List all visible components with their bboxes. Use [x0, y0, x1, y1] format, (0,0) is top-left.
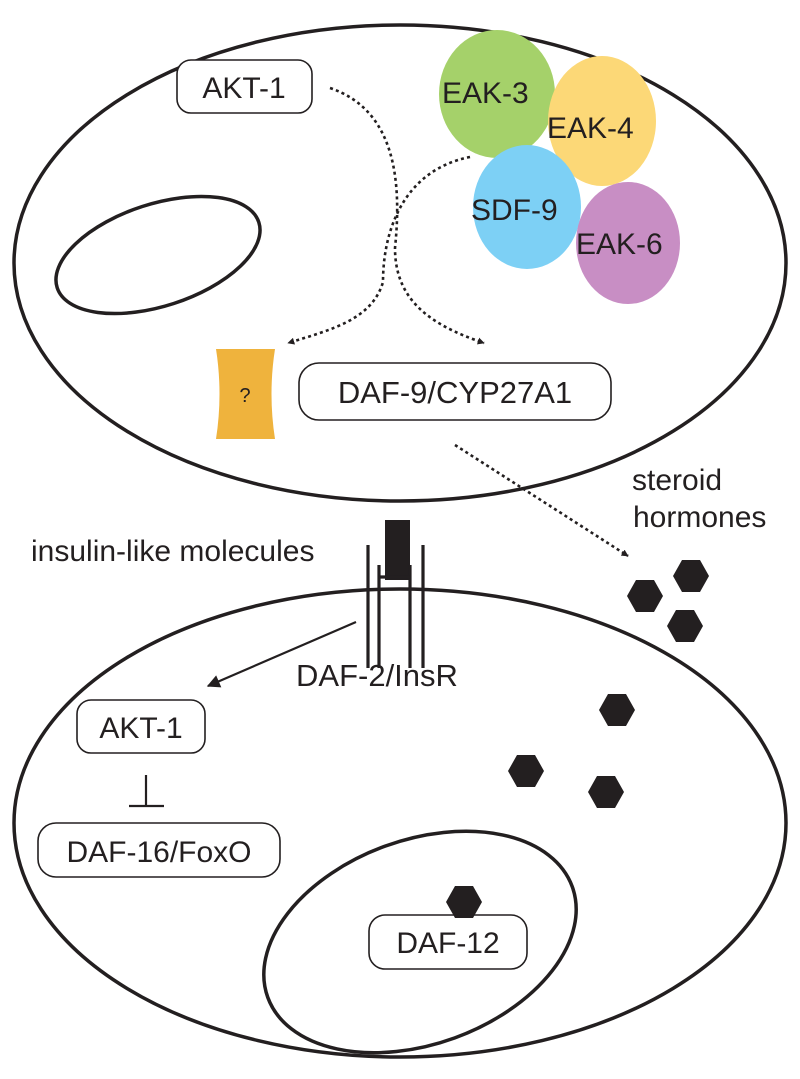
- bottom-cell-nucleus: [262, 829, 578, 1055]
- akt1-top-label: AKT-1: [202, 72, 285, 105]
- sdf9-protein: [473, 145, 581, 269]
- daf9-label: DAF-9/CYP27A1: [338, 375, 572, 410]
- steroid-hormones-line2: hormones: [633, 501, 766, 534]
- akt1-bottom-label: AKT-1: [99, 712, 182, 745]
- eak3-protein: [439, 30, 555, 158]
- steroid-hormones-label: steroid hormones: [632, 464, 766, 534]
- akt1-bottom-box: [76, 699, 206, 754]
- akt1-to-daf9-arrow: [329, 86, 485, 345]
- steroid-hormone-hexagon: [508, 755, 544, 787]
- insulin-like-molecules-label: insulin-like molecules: [31, 535, 314, 568]
- complex-to-unknown-arrow: [287, 155, 471, 345]
- unknown-protein-label: ?: [239, 385, 250, 407]
- steroid-hormone-hexagon: [446, 886, 482, 918]
- eak3-label: EAK-3: [442, 77, 529, 110]
- daf9-box: [298, 362, 612, 421]
- sdf9-label: SDF-9: [471, 194, 558, 227]
- steroid-hormone-hexagon: [588, 776, 624, 808]
- steroid-hormones-line1: steroid: [632, 464, 722, 497]
- daf2-receptor: [366, 545, 425, 668]
- steroid-hormone-hexagon: [673, 560, 709, 592]
- eak6-protein: [576, 182, 680, 304]
- top-cell: [12, 23, 788, 503]
- steroid-hormone-hexagon: [599, 694, 635, 726]
- bottom-cell: [12, 587, 788, 1059]
- eak4-protein: [548, 56, 656, 186]
- insulin-ligand: [385, 520, 410, 580]
- akt1-top-box: [176, 59, 313, 114]
- eak6-label: EAK-6: [576, 228, 663, 261]
- steroid-hormone-hexagon: [667, 610, 703, 642]
- top-cell-nucleus: [54, 194, 262, 316]
- inhibition-symbol: [129, 775, 164, 808]
- steroid-hormone-hexagon: [627, 580, 663, 612]
- daf12-label: DAF-12: [396, 927, 499, 960]
- daf12-box: [368, 914, 528, 970]
- daf16-box: [37, 822, 281, 878]
- eak4-label: EAK-4: [547, 112, 634, 145]
- daf9-to-steroids-arrow: [454, 443, 629, 558]
- daf2-to-akt1-arrow: [206, 620, 357, 688]
- unknown-protein: [216, 349, 275, 439]
- daf2-label: DAF-2/InsR: [296, 658, 458, 693]
- daf16-label: DAF-16/FoxO: [66, 836, 251, 869]
